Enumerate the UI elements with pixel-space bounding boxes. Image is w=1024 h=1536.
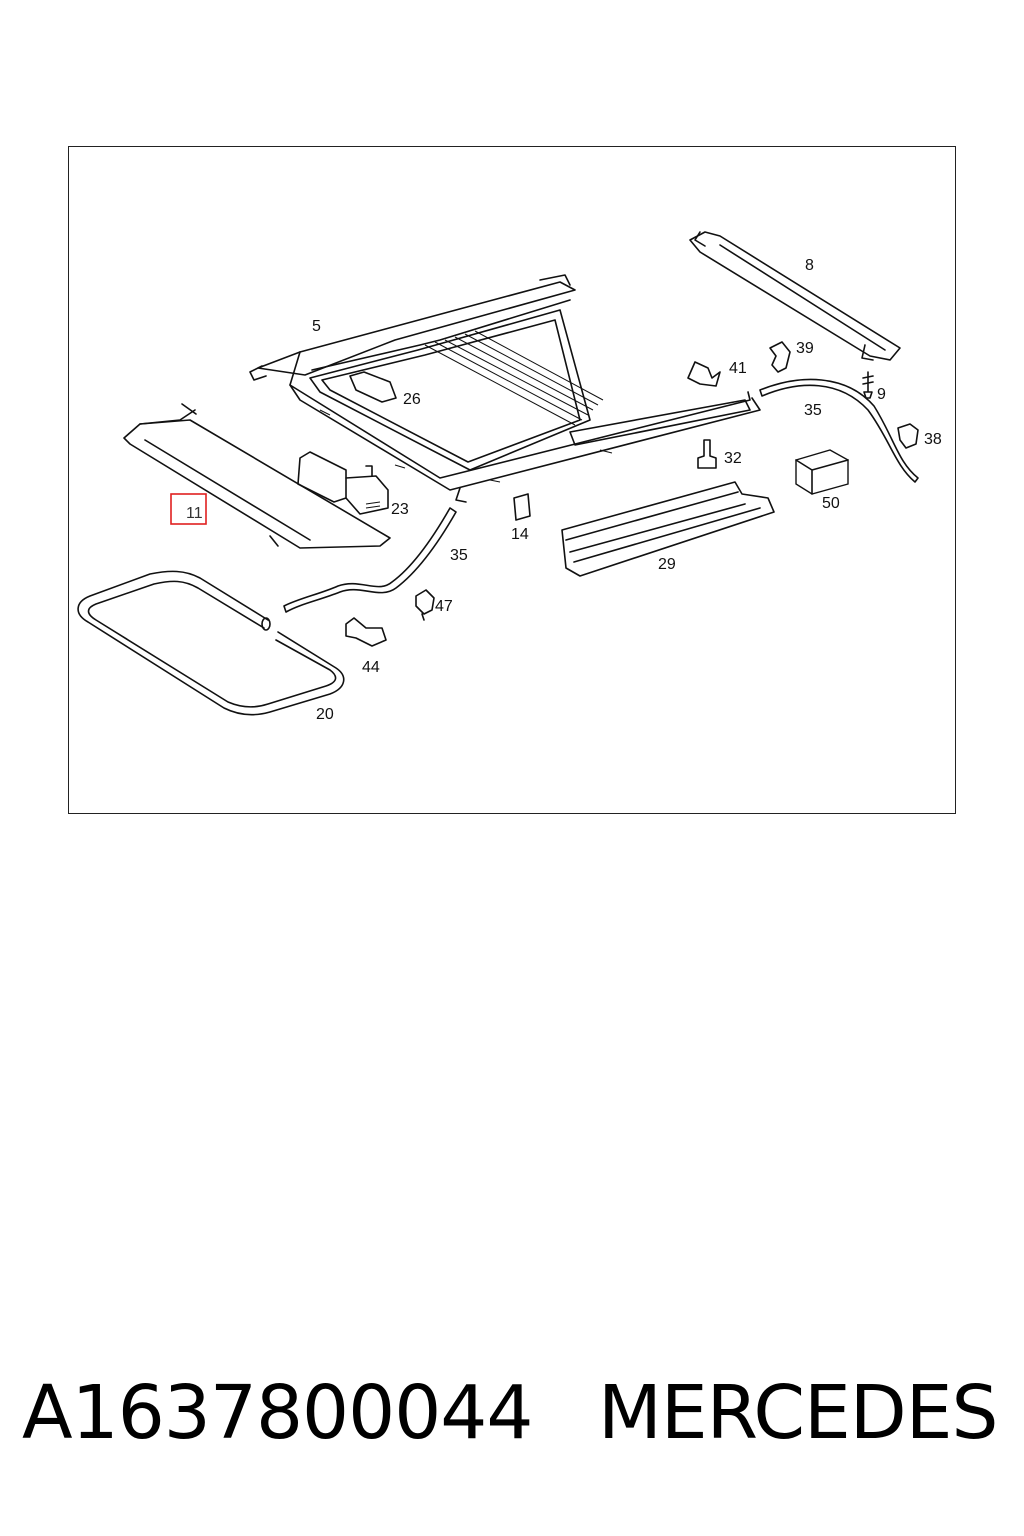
label-50: 50 [822, 495, 840, 512]
motor-part-23 [297, 451, 389, 515]
seal-part-20 [77, 570, 345, 716]
label-44: 44 [362, 659, 380, 676]
label-9: 9 [877, 386, 886, 403]
cap-part-38 [897, 423, 919, 449]
block-part-50 [795, 449, 849, 495]
label-39: 39 [796, 340, 814, 357]
label-35-left: 35 [450, 547, 468, 564]
sunroof-frame-part [249, 274, 761, 503]
clip-part-39 [769, 341, 791, 373]
sunshade-part-11 [123, 403, 391, 549]
label-20: 20 [316, 706, 334, 723]
bracket-part-44 [345, 617, 387, 647]
clip-part-41 [687, 361, 721, 387]
guide-rail-part-29 [561, 481, 775, 577]
label-14: 14 [511, 526, 529, 543]
label-11: 11 [186, 505, 203, 522]
rail-part-8 [689, 231, 901, 361]
label-8: 8 [805, 257, 814, 274]
label-5: 5 [312, 318, 321, 335]
bolt-part-32 [697, 439, 717, 469]
highlight-box-11 [170, 493, 207, 525]
label-38: 38 [924, 431, 942, 448]
brand-name: MERCEDES [598, 1370, 998, 1456]
label-35-right: 35 [804, 402, 822, 419]
label-29: 29 [658, 556, 676, 573]
drain-hose-part-35-left [283, 507, 457, 613]
label-41: 41 [729, 360, 747, 377]
clip-part-14 [513, 493, 531, 521]
footer: A1637800044 MERCEDES [0, 1370, 1024, 1470]
label-23: 23 [391, 501, 409, 518]
screw-part-9 [862, 371, 874, 399]
part-number: A1637800044 [22, 1370, 533, 1456]
grommet-part-47 [415, 589, 435, 621]
label-32: 32 [724, 450, 742, 467]
label-47: 47 [435, 598, 453, 615]
bracket-part-26 [349, 371, 397, 403]
drain-hose-part-35-right [759, 378, 919, 483]
label-26: 26 [403, 391, 421, 408]
